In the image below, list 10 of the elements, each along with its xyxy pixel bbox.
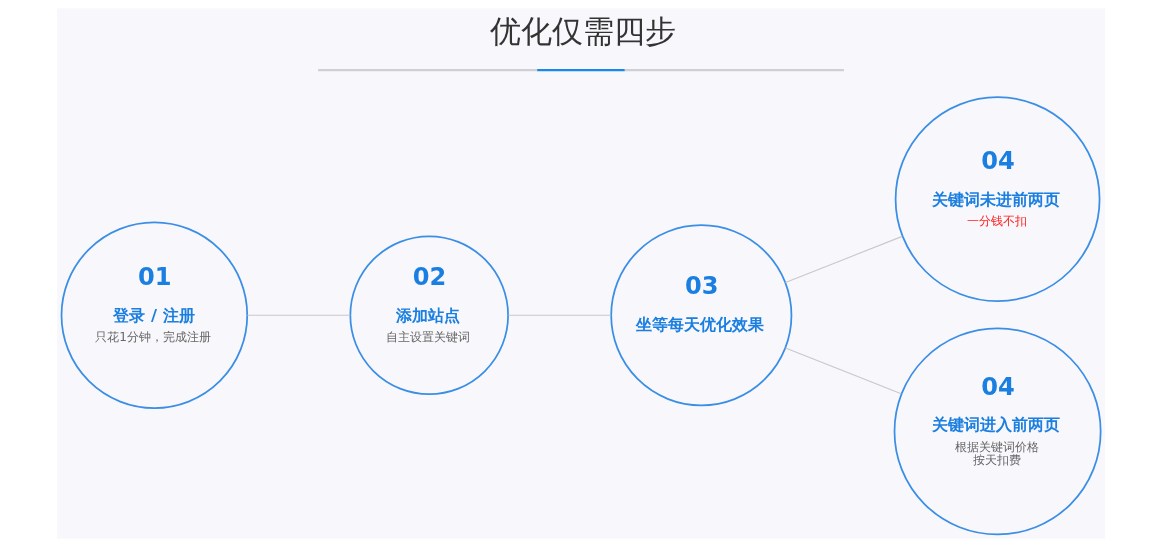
node-circle: 01 登录 / 注册 只花1分钟，完成注册	[60, 221, 248, 409]
connector	[507, 314, 611, 316]
connector	[784, 235, 903, 283]
diagram-title: 优化仅需四步	[489, 14, 676, 50]
connector	[784, 347, 902, 395]
node-circle: 03 坐等每天优化效果	[609, 224, 792, 407]
node-circle: 02 添加站点 自主设置关键词	[348, 235, 509, 395]
connector	[246, 314, 351, 316]
node-circle: 04 关键词进入前两页 根据关键词价格按天扣费	[893, 327, 1102, 536]
node-circle: 04 关键词未进前两页 一分钱不扣	[894, 96, 1100, 302]
